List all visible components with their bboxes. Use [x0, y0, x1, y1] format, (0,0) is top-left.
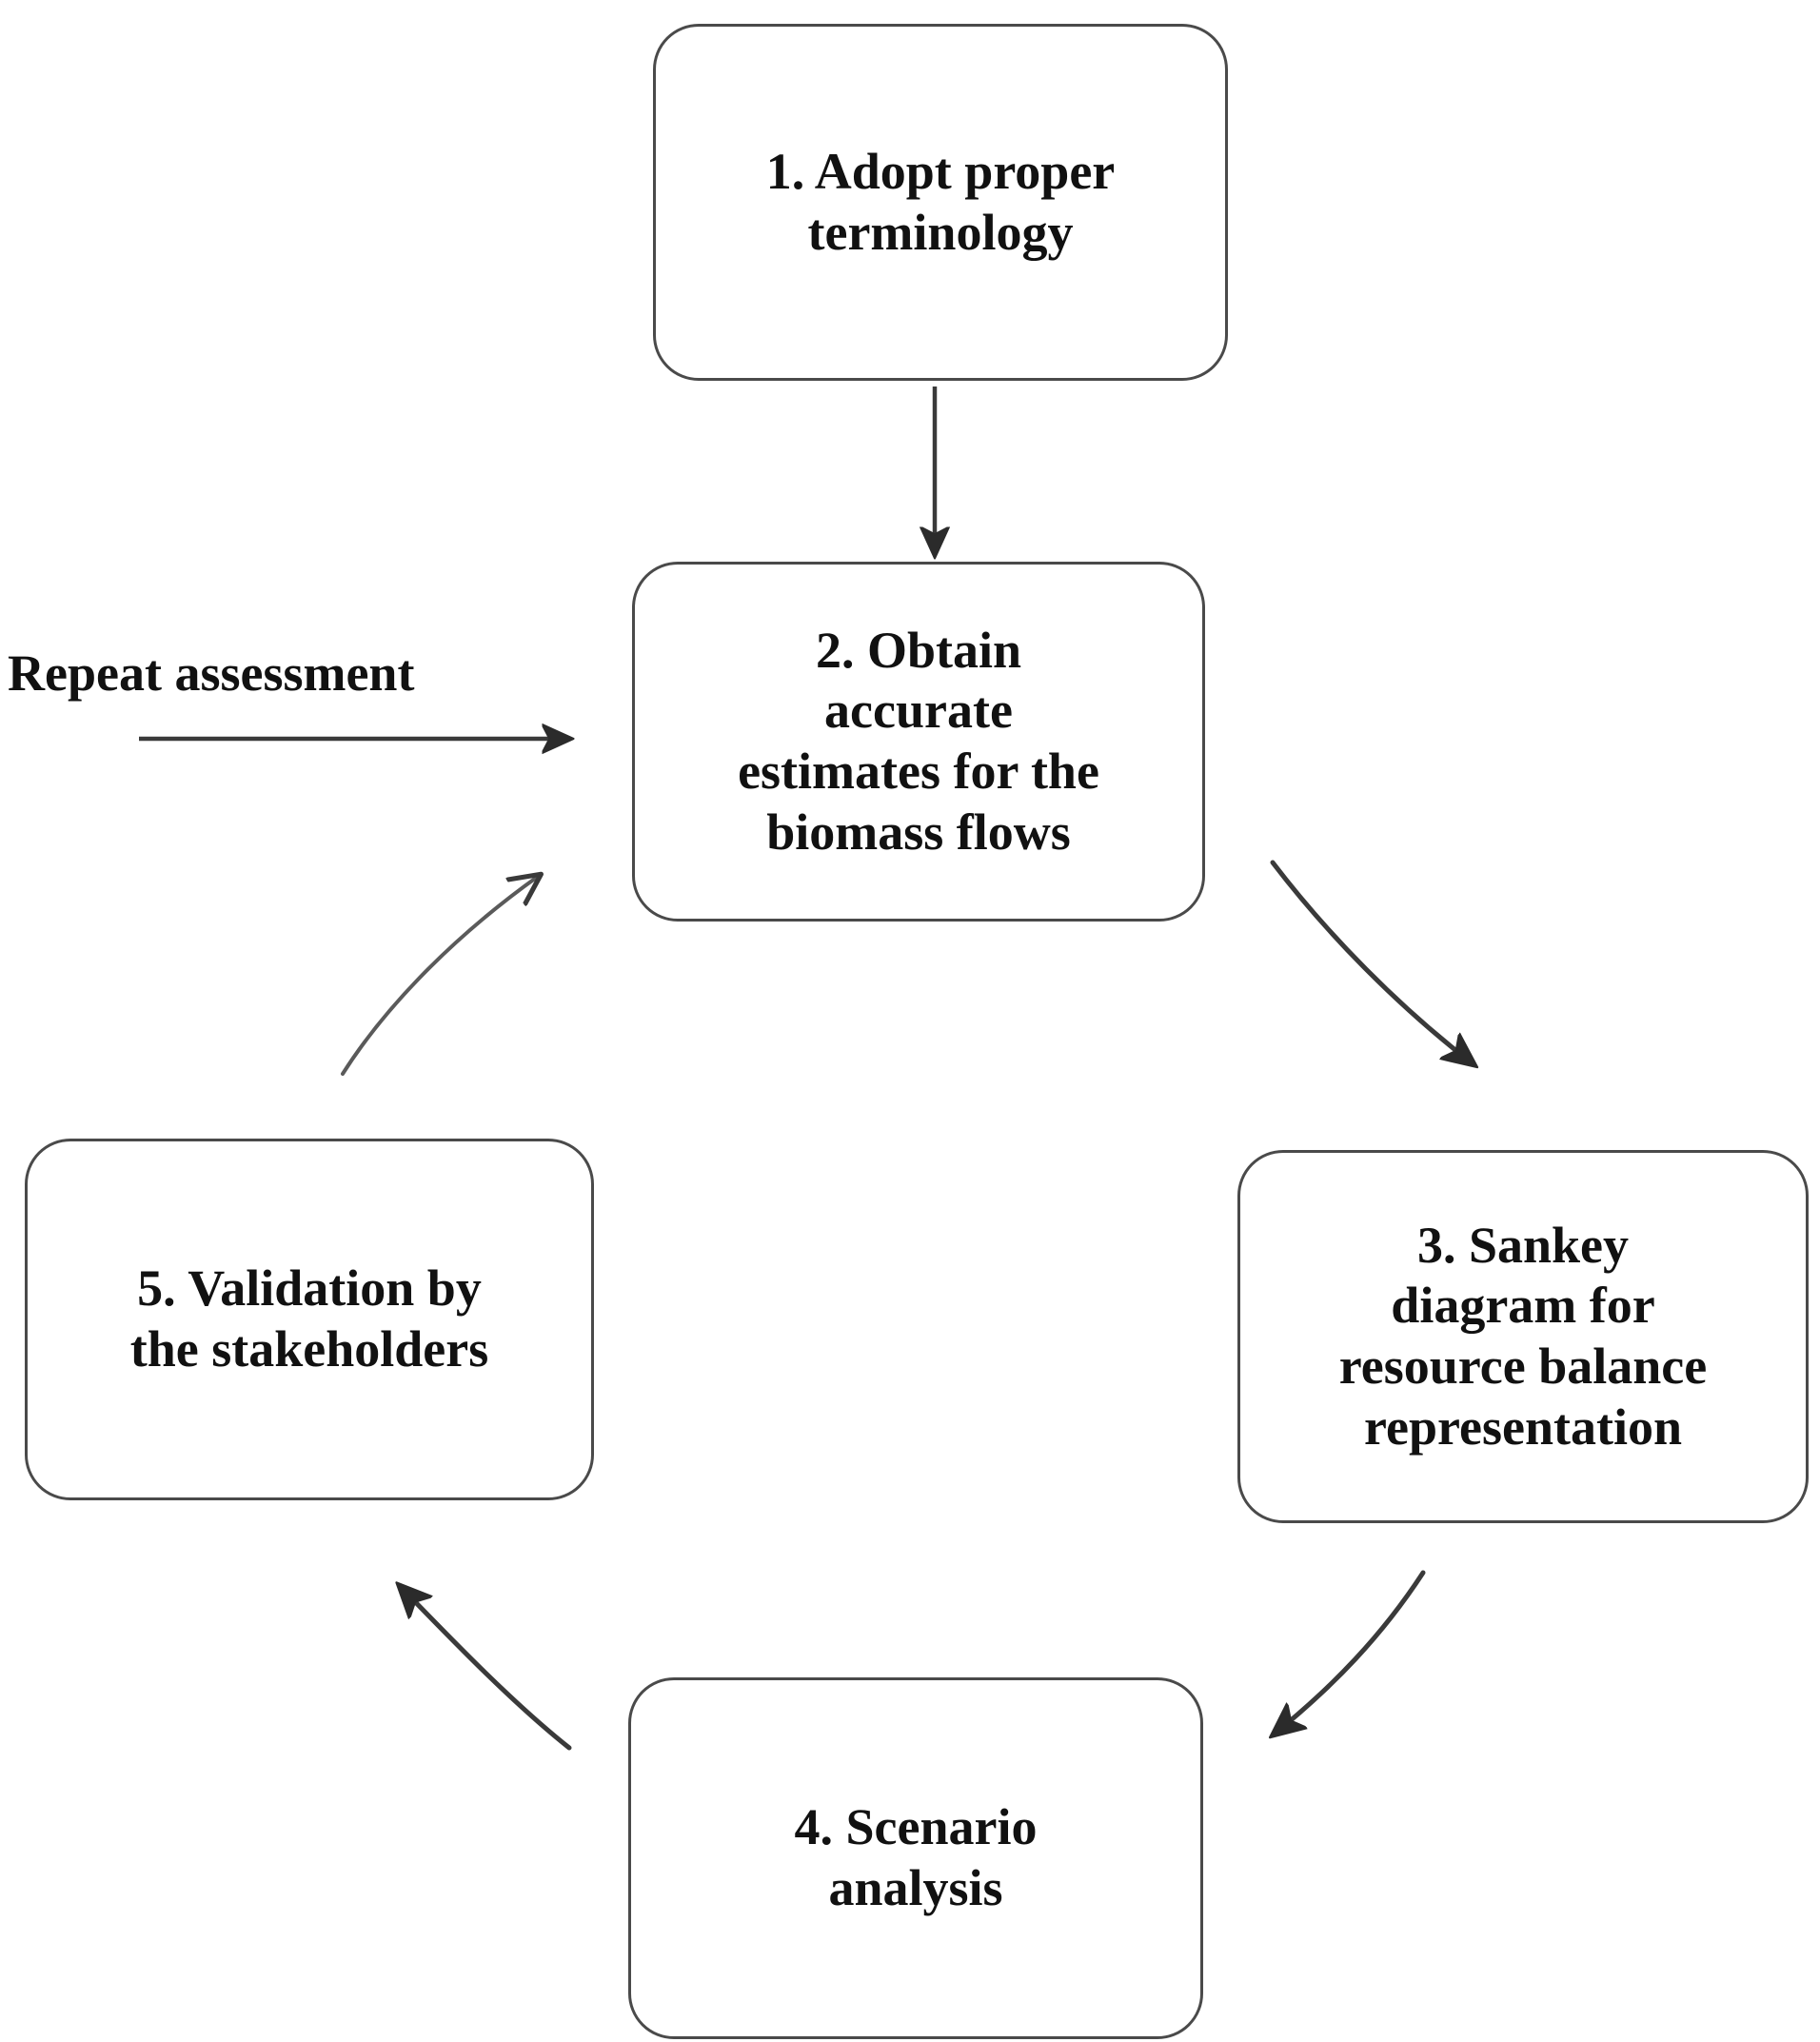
arrow-step2-to-step3 — [1270, 860, 1474, 1064]
node-step-1[interactable]: 1. Adopt proper terminology — [653, 24, 1228, 381]
arrow-step5-to-step2 — [341, 876, 539, 1076]
node-step-4[interactable]: 4. Scenario analysis — [628, 1677, 1203, 2039]
node-step-5-label: 5. Validation by the stakeholders — [129, 1259, 489, 1378]
node-step-3-label: 3. Sankey diagram for resource balance r… — [1338, 1216, 1708, 1456]
node-step-2-label: 2. Obtain accurate estimates for the bio… — [738, 621, 1099, 861]
arrow-step3-to-step4 — [1274, 1570, 1426, 1735]
node-step-1-label: 1. Adopt proper terminology — [765, 142, 1116, 261]
node-step-3[interactable]: 3. Sankey diagram for resource balance r… — [1237, 1150, 1809, 1523]
arrow-step4-to-step5 — [400, 1586, 572, 1751]
node-step-2[interactable]: 2. Obtain accurate estimates for the bio… — [632, 562, 1205, 922]
edge-label-repeat-assessment: Repeat assessment — [8, 644, 415, 702]
node-step-5[interactable]: 5. Validation by the stakeholders — [25, 1139, 594, 1500]
node-step-4-label: 4. Scenario analysis — [794, 1798, 1038, 1916]
